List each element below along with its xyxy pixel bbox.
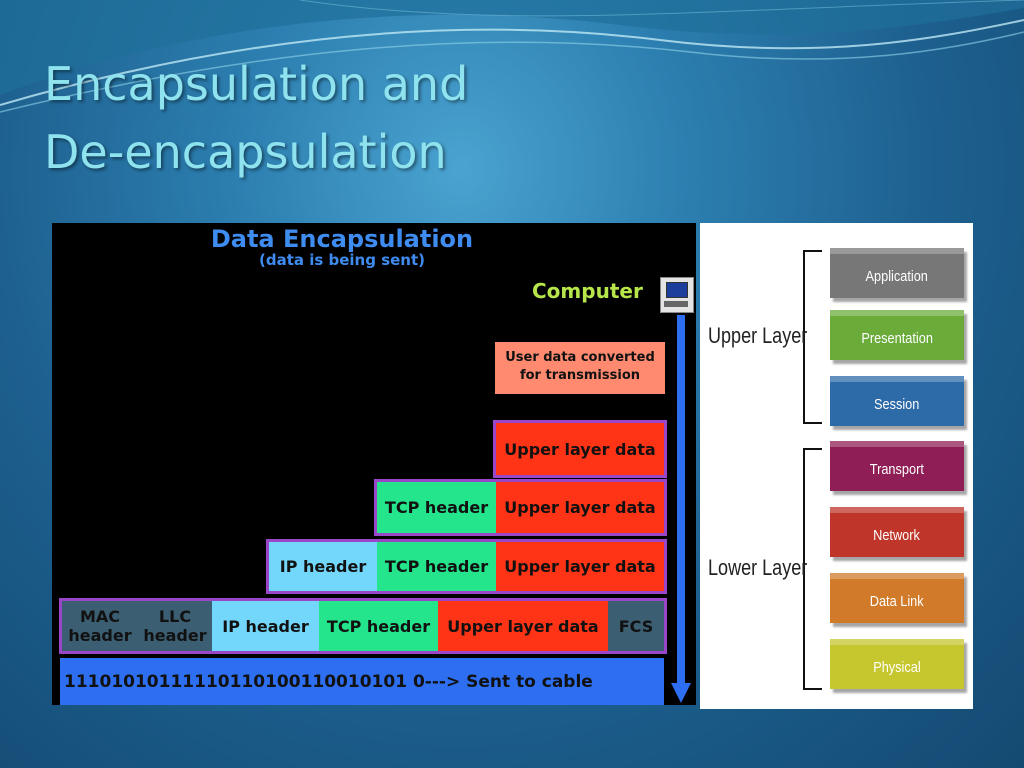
row-1-upper-layer-data: Upper layer data	[496, 423, 664, 475]
row-3-tcp-header: TCP header	[377, 542, 496, 591]
upper-layer-label: Upper Layer	[708, 323, 808, 348]
layer-physical: Physical	[830, 639, 964, 689]
mac-line-2: header	[68, 626, 132, 645]
lower-layer-label: Lower Layer	[708, 555, 808, 580]
computer-icon	[660, 277, 694, 313]
decorative-waves	[0, 0, 1024, 113]
row-3-frame	[266, 539, 667, 594]
llc-line-2: header	[143, 626, 207, 645]
encapsulation-subtitle: (data is being sent)	[258, 251, 426, 269]
row-4-fcs: FCS	[608, 601, 664, 651]
user-data-note: User data converted for transmission	[495, 342, 665, 394]
row-4-mac-header: MAC header	[62, 601, 138, 651]
data-encapsulation-diagram: Data Encapsulation (data is being sent) …	[52, 223, 696, 705]
row-2-tcp-header: TCP header	[377, 482, 496, 533]
layer-session: Session	[830, 376, 964, 426]
row-4-tcp-header: TCP header	[319, 601, 438, 651]
bitstream-to-cable: 11101010111110110100110010101 0---> Sent…	[60, 658, 664, 705]
layer-data-link: Data Link	[830, 573, 964, 623]
down-arrow-icon	[677, 315, 685, 685]
layer-transport: Transport	[830, 441, 964, 491]
computer-label: Computer	[532, 279, 643, 303]
layer-brackets	[803, 250, 822, 690]
mac-line-1: MAC	[79, 607, 121, 626]
layer-application: Application	[830, 248, 964, 298]
row-4-ip-header: IP header	[212, 601, 319, 651]
row-2-upper-layer-data: Upper layer data	[496, 482, 664, 533]
slide-title-line-1: Encapsulation and	[44, 57, 469, 111]
row-4-llc-header: LLC header	[138, 601, 212, 651]
note-line-2: for transmission	[519, 368, 641, 383]
row-3-ip-header: IP header	[269, 542, 377, 591]
slide-title: Encapsulation and De-encapsulation	[44, 50, 468, 186]
osi-model-diagram: Upper Layer Lower Layer Application Pres…	[700, 223, 973, 709]
row-3-upper-layer-data: Upper layer data	[496, 542, 664, 591]
layer-presentation: Presentation	[830, 310, 964, 360]
slide-title-line-2: De-encapsulation	[44, 125, 447, 179]
row-4-upper-layer-data: Upper layer data	[438, 601, 608, 651]
arrow-head	[671, 683, 691, 703]
row-1-frame	[493, 420, 667, 478]
encapsulation-title: Data Encapsulation	[210, 225, 474, 253]
row-4-frame	[59, 598, 667, 654]
layer-network: Network	[830, 507, 964, 557]
llc-line-1: LLC	[158, 607, 192, 626]
note-line-1: User data converted	[505, 350, 655, 365]
row-2-frame	[374, 479, 667, 536]
